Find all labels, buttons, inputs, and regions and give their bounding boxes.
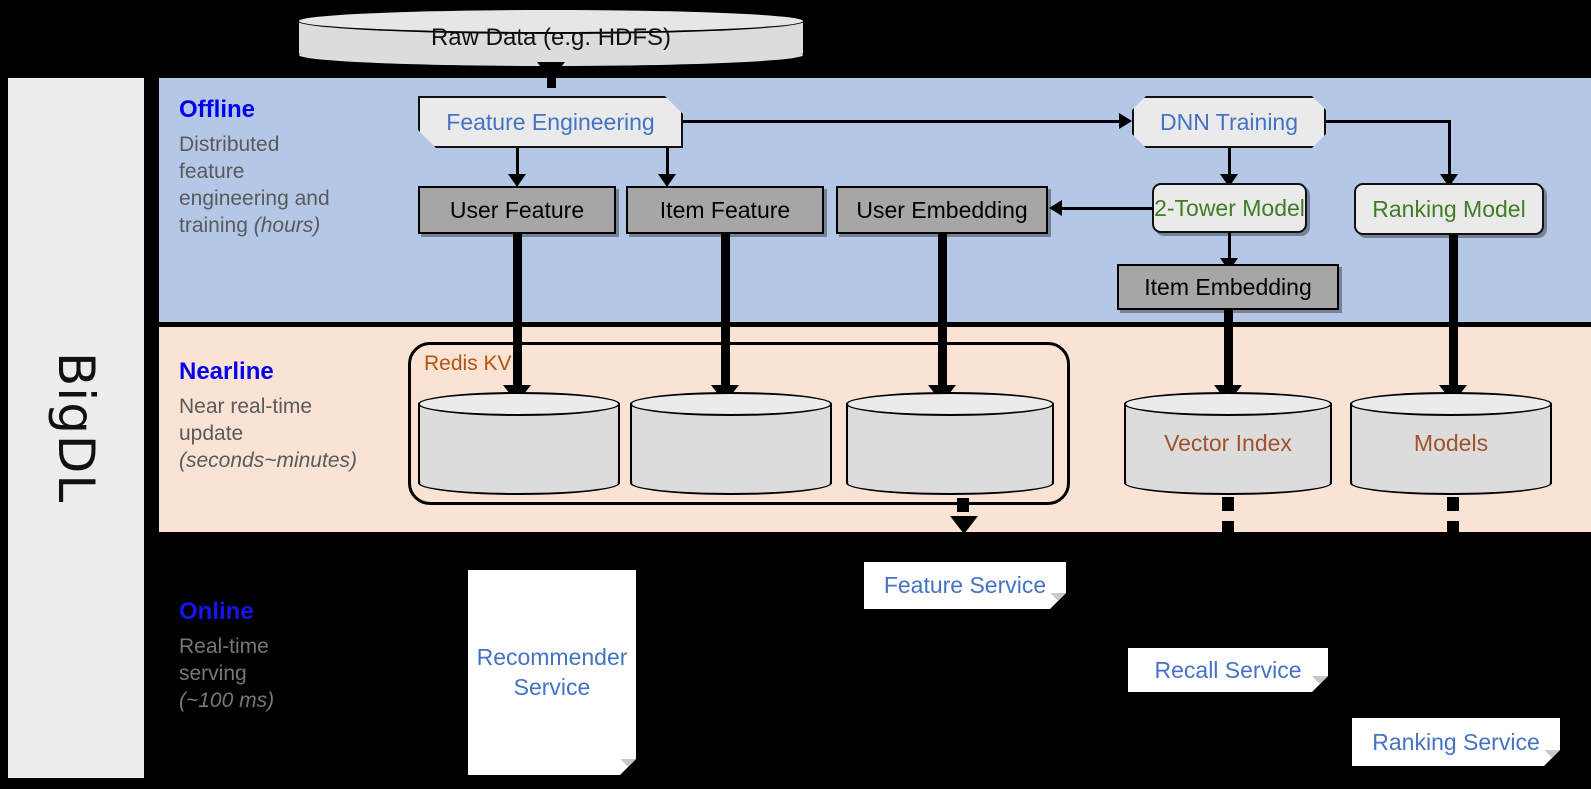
cylinder-body <box>1350 403 1552 484</box>
arrowhead-rawdata-fe <box>537 62 565 80</box>
node-2tower-model[interactable]: 2-Tower Model <box>1152 183 1307 233</box>
online-title: Online <box>179 598 254 625</box>
user-feature-label: User Feature <box>449 196 585 223</box>
nearline-description: Near real-time update (seconds~minutes) <box>179 394 409 475</box>
arrowhead-fe-itemfeature <box>658 174 676 187</box>
recommender-line-1: Recommender <box>476 643 628 670</box>
offline-timing: (hours) <box>253 213 321 237</box>
cylinder-top <box>297 8 805 34</box>
online-description: Real-time serving (~100 ms) <box>179 634 389 715</box>
item-feature-label: Item Feature <box>659 196 791 223</box>
dash-recall-2 <box>1222 521 1234 535</box>
redis-store-3-label <box>846 392 1054 495</box>
user-embedding-label: User Embedding <box>856 196 1028 223</box>
models-store[interactable]: Models <box>1350 392 1552 495</box>
nearline-desc-2: update <box>179 421 244 445</box>
offline-desc-3: engineering and <box>179 186 330 210</box>
feature-service-label: Feature Service <box>883 572 1047 598</box>
offline-desc-4: training <box>179 213 254 237</box>
item-embedding-label: Item Embedding <box>1144 273 1312 300</box>
cylinder-body <box>1124 403 1332 484</box>
cylinder-top <box>1350 392 1552 416</box>
connector-fe-itemfeature <box>666 148 669 176</box>
feed-itemembedding-vectorindex <box>1224 310 1233 389</box>
vector-index-label: Vector Index <box>1164 430 1292 456</box>
connector-dnn-2tower <box>1228 148 1231 176</box>
arrowhead-2tower-userembedding <box>1049 200 1062 216</box>
redis-store-1-label <box>418 392 620 495</box>
offline-description: Distributed feature engineering and trai… <box>179 132 389 240</box>
feed-rankingmodel-models <box>1449 235 1458 389</box>
dnn-training-label: DNN Training <box>1159 108 1299 135</box>
cylinder-body <box>630 403 832 484</box>
online-desc-2: serving <box>179 661 247 685</box>
redis-kv-container <box>408 342 1070 505</box>
arrowhead-fe-userfeature <box>508 174 526 187</box>
dash-featureservice-1 <box>957 498 969 512</box>
feed-userembedding-store <box>938 234 947 389</box>
node-user-embedding[interactable]: User Embedding <box>836 186 1048 234</box>
node-item-embedding[interactable]: Item Embedding <box>1117 264 1339 310</box>
raw-data-store: Raw Data (e.g. HDFS) <box>297 8 805 68</box>
dash-recall-1 <box>1222 497 1234 511</box>
node-dnn-training[interactable]: DNN Training <box>1132 96 1326 148</box>
service-ranking[interactable]: Ranking Service <box>1352 718 1560 766</box>
recommender-line-2: Service <box>513 673 591 700</box>
redis-store-2[interactable] <box>630 392 832 495</box>
cylinder-body <box>418 403 620 484</box>
nearline-stage-label: Nearline Near real-time update (seconds~… <box>179 358 409 475</box>
online-desc-1: Real-time <box>179 635 269 658</box>
models-label: Models <box>1413 430 1489 456</box>
node-ranking-model[interactable]: Ranking Model <box>1354 183 1544 235</box>
ranking-model-label: Ranking Model <box>1372 195 1526 222</box>
node-item-feature[interactable]: Item Feature <box>626 186 824 234</box>
dash-ranking-1 <box>1447 497 1459 511</box>
recall-service-label: Recall Service <box>1154 656 1302 683</box>
nearline-desc-1: Near real-time <box>179 395 313 418</box>
ranking-service-label: Ranking Service <box>1372 728 1540 755</box>
connector-2tower-userembedding <box>1062 207 1154 210</box>
feature-engineering-label: Feature Engineering <box>446 108 655 135</box>
cylinder-body <box>846 403 1054 484</box>
offline-stage-label: Offline Distributed feature engineering … <box>179 96 389 240</box>
dash-ranking-2 <box>1447 521 1459 535</box>
feed-userfeature-store <box>513 234 522 389</box>
offline-desc-2: feature <box>179 159 245 183</box>
connector-dnn-ranking-v <box>1448 120 1451 176</box>
bigdl-label: BigDL <box>47 352 105 504</box>
cylinder-top <box>630 392 832 416</box>
cylinder-top <box>846 392 1054 416</box>
recommender-service-label: Recommender Service <box>477 643 628 703</box>
raw-data-label: Raw Data (e.g. HDFS) <box>430 24 672 51</box>
connector-dnn-ranking-h <box>1326 120 1450 123</box>
service-recall[interactable]: Recall Service <box>1128 648 1328 692</box>
service-recommender[interactable]: Recommender Service <box>468 570 636 775</box>
node-feature-engineering[interactable]: Feature Engineering <box>418 96 683 148</box>
offline-title: Offline <box>179 96 255 123</box>
offline-desc-1: Distributed <box>179 133 280 156</box>
arrowhead-fe-dnn <box>1119 113 1132 129</box>
redis-kv-label: Redis KV <box>424 352 512 375</box>
redis-store-1[interactable] <box>418 392 620 495</box>
nearline-title: Nearline <box>179 358 274 385</box>
arrowhead-featureservice <box>950 516 978 534</box>
redis-store-3[interactable] <box>846 392 1054 495</box>
2tower-model-label: 2-Tower Model <box>1154 194 1305 221</box>
connector-fe-userfeature <box>516 148 519 176</box>
connector-2tower-itemembedding <box>1228 233 1231 261</box>
cylinder-top <box>1124 392 1332 416</box>
feed-itemfeature-store <box>721 234 730 389</box>
nearline-timing: (seconds~minutes) <box>179 448 357 472</box>
cylinder-top <box>418 392 620 416</box>
online-stage-label: Online Real-time serving (~100 ms) <box>179 598 389 715</box>
bigdl-sidebar: BigDL <box>8 78 144 778</box>
vector-index-store[interactable]: Vector Index <box>1124 392 1332 495</box>
connector-fe-dnn <box>683 120 1119 123</box>
node-user-feature[interactable]: User Feature <box>418 186 616 234</box>
service-feature[interactable]: Feature Service <box>864 562 1066 609</box>
redis-store-2-label <box>630 392 832 495</box>
online-timing: (~100 ms) <box>179 688 275 712</box>
